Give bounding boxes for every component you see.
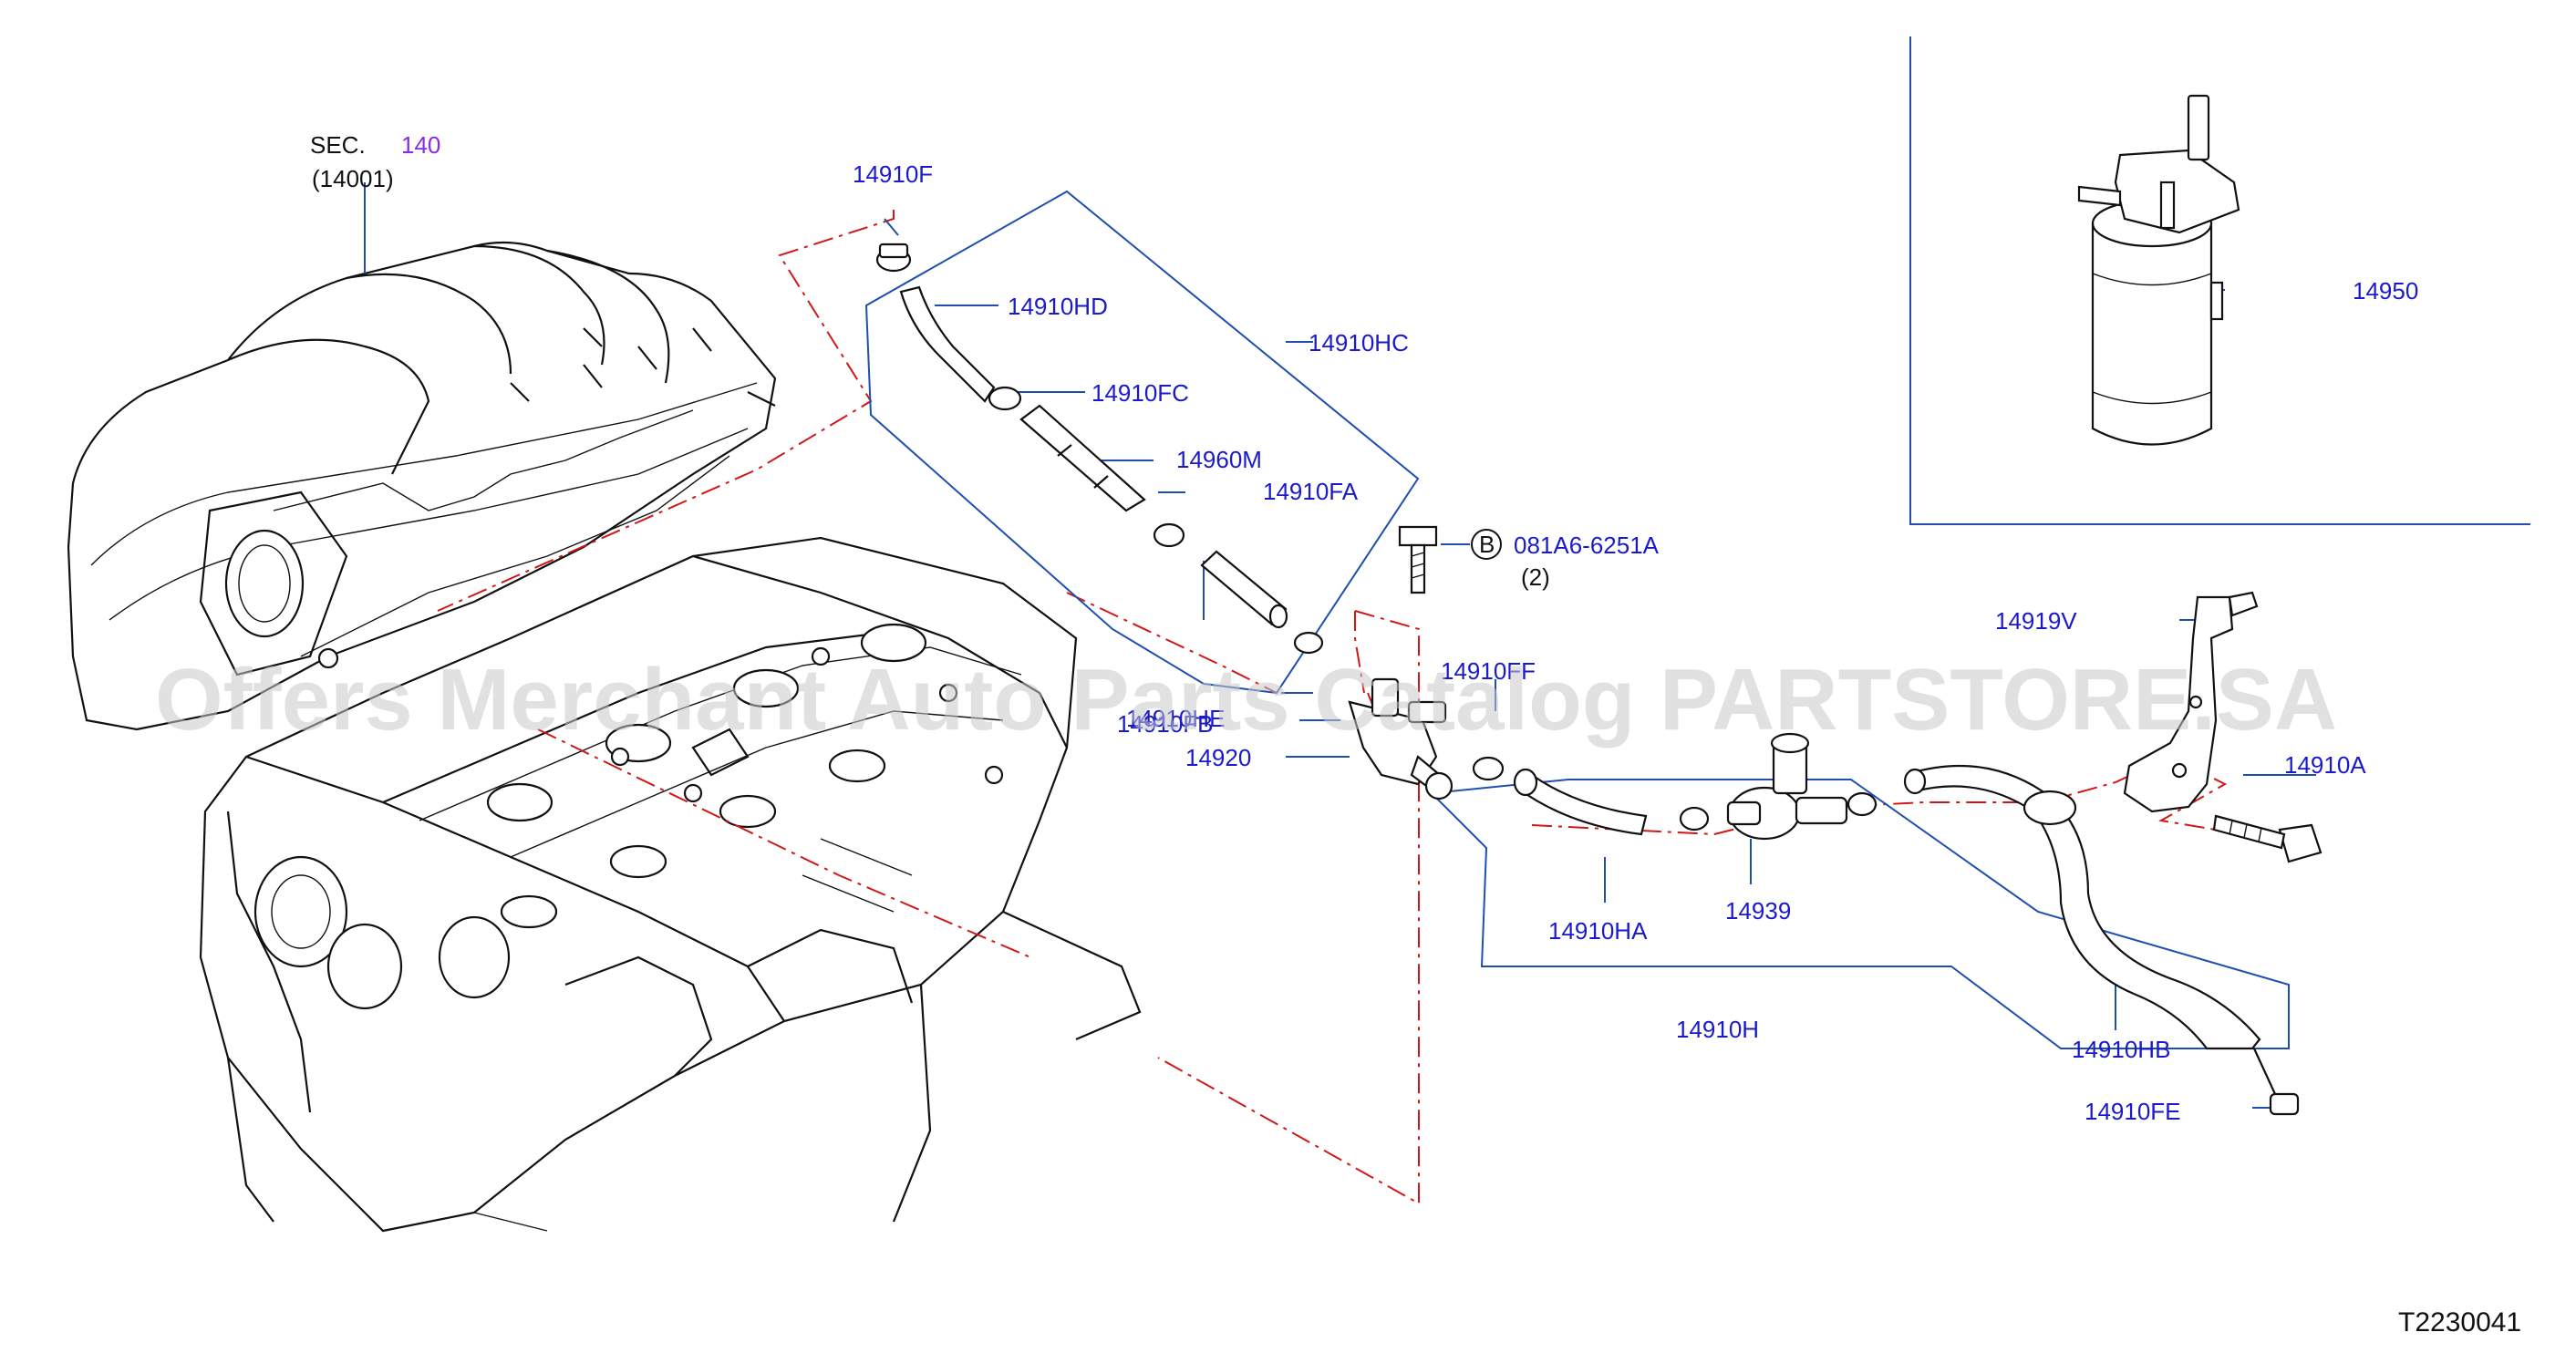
clip-14910fe — [2253, 1048, 2300, 1116]
bolt-ref: B 081A6-6251A (2) — [1479, 531, 1660, 591]
bolt-ref-code: 081A6-6251A — [1514, 532, 1660, 559]
intake-manifold — [67, 241, 777, 731]
hose-14910ha — [1513, 768, 1648, 836]
tube-14960m — [1019, 404, 1146, 512]
bolt-081a6 — [1398, 525, 1438, 594]
label-14910hb: 14910HB — [2072, 1036, 2170, 1063]
label-14910fa: 14910FA — [1263, 478, 1359, 505]
label-14950: 14950 — [2353, 277, 2418, 305]
part-labels: 14910F 14910HD 14910HC 14910FC 14960M 14… — [853, 160, 2418, 1125]
label-14910a: 14910A — [2284, 751, 2366, 779]
bracket-14919v — [2123, 591, 2259, 813]
label-14910fc: 14910FC — [1091, 379, 1189, 407]
clamp-14910f — [875, 243, 912, 273]
valve-14939 — [1726, 732, 1848, 841]
label-14920: 14920 — [1185, 744, 1251, 771]
clamp-right-14939 — [1847, 791, 1878, 817]
clamp-left-14939 — [1679, 806, 1710, 831]
clamp-14910fa — [1153, 522, 1185, 548]
bolt-ref-marker — [1441, 529, 1502, 560]
label-14939: 14939 — [1725, 897, 1791, 924]
section-ref: SEC. 140 (14001) — [310, 131, 440, 192]
label-14910ha: 14910HA — [1548, 917, 1648, 945]
hose-14910he — [1200, 550, 1288, 629]
clamp-14910ff — [1293, 631, 1324, 655]
bolt-ref-qty: (2) — [1521, 563, 1550, 591]
label-14910hc: 14910HC — [1309, 329, 1409, 356]
clamp-14910fb — [1472, 756, 1505, 781]
label-14910ff: 14910FF — [1441, 657, 1536, 685]
section-part: (14001) — [312, 165, 394, 192]
label-14910h: 14910H — [1676, 1016, 1759, 1043]
section-prefix: SEC. — [310, 131, 366, 159]
bolt-14910a — [2212, 814, 2323, 863]
watermark: Offers Merchant Auto Parts Catalog PARTS… — [155, 651, 2337, 749]
label-14910hd: 14910HD — [1008, 293, 1108, 320]
section-number: 140 — [401, 131, 440, 159]
cylinder-head — [199, 327, 1142, 1233]
valve-14920 — [1348, 677, 1454, 800]
label-14910fe: 14910FE — [2085, 1098, 2181, 1125]
clamp-14910fc — [988, 386, 1022, 411]
hose-14910hd — [899, 285, 996, 403]
label-14910fb: 14910FB — [1117, 710, 1214, 738]
label-14960m: 14960M — [1176, 446, 1262, 473]
hose-14910hb — [1903, 764, 2261, 1050]
canister-14950 — [2077, 94, 2240, 446]
label-14919v: 14919V — [1995, 607, 2077, 635]
label-14910he: 14910HE — [1126, 705, 1225, 732]
label-14910f: 14910F — [853, 160, 933, 188]
bolt-ref-letter: B — [1479, 531, 1495, 558]
drawing-id: T2230041 — [2398, 1307, 2521, 1338]
